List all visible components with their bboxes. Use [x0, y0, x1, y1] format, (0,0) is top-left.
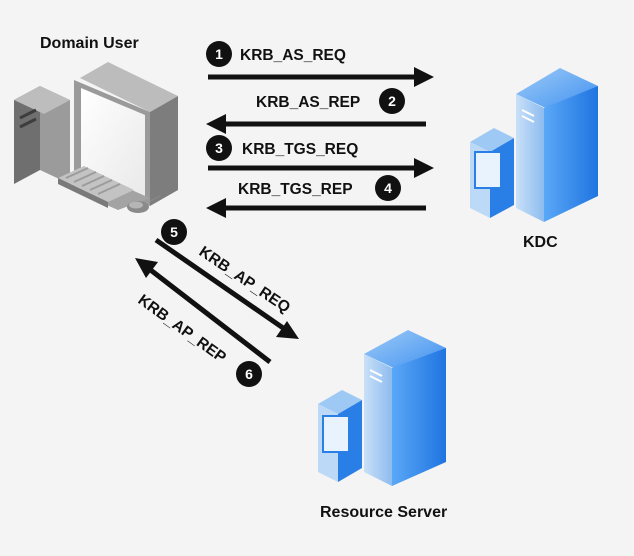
msg-label-2: KRB_AS_REP — [256, 94, 360, 111]
msg-arrow-5 — [154, 237, 299, 339]
msg-label-4: KRB_TGS_REP — [238, 181, 353, 198]
kdc-server-icon — [470, 68, 598, 222]
resource-server-icon — [318, 330, 446, 486]
step-1: 1 KRB_AS_REQ — [206, 41, 346, 67]
desktop-computer-icon — [14, 62, 178, 213]
step-5-number: 5 — [170, 224, 178, 240]
step-2: 2 KRB_AS_REP — [256, 88, 405, 114]
step-4-number: 4 — [384, 180, 392, 196]
step-3: 3 KRB_TGS_REQ — [206, 135, 358, 161]
msg-arrow-1 — [208, 67, 434, 87]
msg-label-6: KRB_AP_REP — [135, 291, 229, 366]
msg-arrow-3 — [208, 158, 434, 178]
msg-label-1: KRB_AS_REQ — [240, 47, 346, 64]
msg-arrow-6 — [135, 258, 272, 364]
msg-label-3: KRB_TGS_REQ — [242, 141, 358, 158]
kdc-label: KDC — [523, 234, 558, 251]
step-1-number: 1 — [215, 46, 223, 62]
step-5: 5 KRB_AP_REQ — [161, 219, 293, 317]
msg-arrow-4 — [206, 198, 426, 218]
step-6-number: 6 — [245, 366, 253, 382]
domain-user-label: Domain User — [40, 35, 139, 52]
msg-arrow-2 — [206, 114, 426, 134]
step-3-number: 3 — [215, 140, 223, 156]
resource-server-label: Resource Server — [320, 504, 448, 521]
step-4: 4 KRB_TGS_REP — [238, 175, 401, 201]
step-2-number: 2 — [388, 93, 396, 109]
